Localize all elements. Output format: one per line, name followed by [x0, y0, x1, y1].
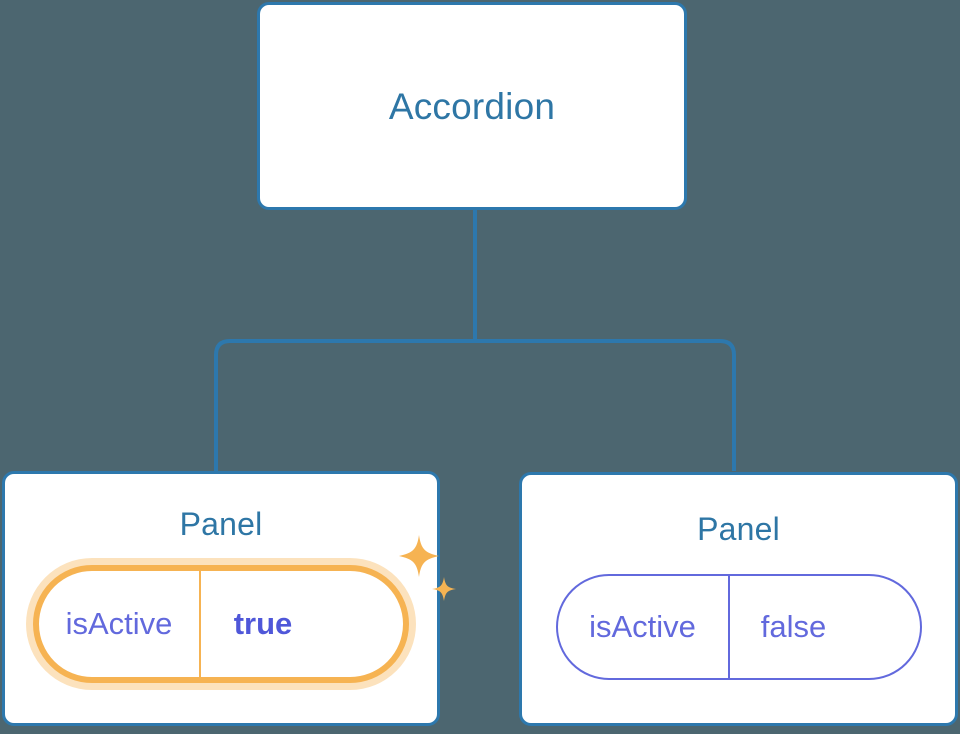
- sparkle-large-icon: [399, 535, 439, 577]
- prop-value-label: false: [727, 576, 858, 678]
- sparkle-small-icon: [432, 577, 456, 601]
- prop-value-label: true: [199, 571, 325, 677]
- connector-branch-bar: [214, 339, 736, 471]
- node-panel-active[interactable]: Panel isActive true: [2, 471, 456, 726]
- prop-pill-is-active-false[interactable]: isActive false: [555, 574, 922, 680]
- node-panel-active-title: Panel: [179, 506, 263, 542]
- prop-pill-wrapper-active: isActive true: [33, 535, 456, 683]
- prop-key-label: isActive: [65, 606, 173, 641]
- node-accordion-title: Accordion: [388, 85, 556, 127]
- prop-pill-is-active-true[interactable]: isActive true: [33, 565, 409, 683]
- node-panel-inactive[interactable]: Panel isActive false: [519, 472, 958, 726]
- prop-pill-wrapper-inactive: isActive false: [555, 574, 922, 680]
- node-panel-inactive-title: Panel: [697, 511, 780, 547]
- prop-key-label: isActive: [589, 609, 696, 644]
- node-accordion[interactable]: Accordion: [257, 2, 687, 210]
